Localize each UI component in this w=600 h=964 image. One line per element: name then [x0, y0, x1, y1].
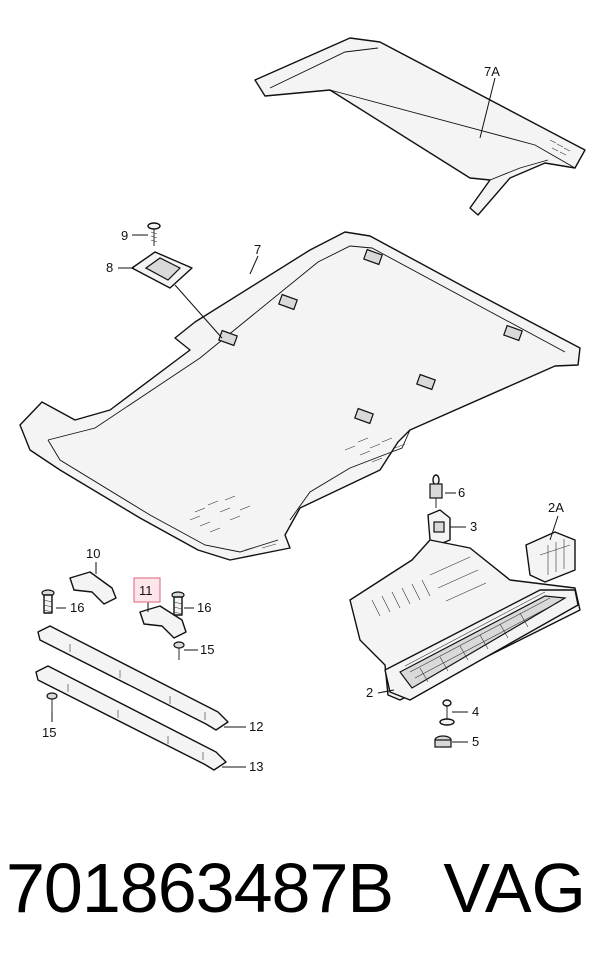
callout-9: 9 [121, 228, 128, 243]
callout-2: 2 [366, 685, 373, 700]
callout-2a: 2A [548, 500, 564, 515]
part-8-clip-pad [131, 251, 223, 339]
part-6-push-pin [429, 474, 443, 508]
part-7-floor-liner [19, 231, 581, 561]
callout-11: 11 [139, 583, 153, 598]
part-7a-cover-panel [254, 37, 586, 216]
callout-13: 13 [249, 759, 263, 774]
part-number: 701863487B [6, 849, 394, 927]
callout-7: 7 [254, 242, 261, 257]
footer: 701863487B VAG [0, 838, 600, 948]
part-12-rail [37, 625, 229, 731]
part-2-storage-tray [349, 539, 581, 701]
part-13-rail [35, 665, 227, 771]
callout-10: 10 [86, 546, 100, 561]
liner-texture [189, 437, 406, 551]
callout-15-right: 15 [200, 642, 214, 657]
part-3-bracket [427, 509, 451, 545]
callout-labels: 7A 7 9 8 6 3 2A 10 11 16 16 15 15 12 13 … [42, 64, 564, 774]
liner-clip-slots [218, 248, 523, 425]
callout-6: 6 [458, 485, 465, 500]
part-15-clip-right [173, 641, 185, 660]
callout-16-left: 16 [70, 600, 84, 615]
callout-3: 3 [470, 519, 477, 534]
part-15-clip-left [46, 692, 58, 712]
callout-7a: 7A [484, 64, 500, 79]
part-16-screw-left [41, 589, 55, 614]
callout-5: 5 [472, 734, 479, 749]
callout-11-highlight [133, 577, 161, 603]
callout-8: 8 [106, 260, 113, 275]
part-16-screw-right [171, 591, 185, 616]
callout-15-left: 15 [42, 725, 56, 740]
callout-12: 12 [249, 719, 263, 734]
brand-label: VAG [443, 849, 586, 927]
part-9-screw [147, 222, 161, 246]
callout-4: 4 [472, 704, 479, 719]
part-4-stud [439, 699, 455, 726]
parts-diagram: 7A 7 9 8 6 3 2A 10 11 16 16 15 15 12 13 … [19, 37, 586, 774]
leader-lines [51, 77, 559, 768]
part-10-bracket [69, 562, 117, 605]
part-5-nut [434, 735, 452, 748]
part-2a-side-trim [525, 531, 576, 583]
callout-16-right: 16 [197, 600, 211, 615]
